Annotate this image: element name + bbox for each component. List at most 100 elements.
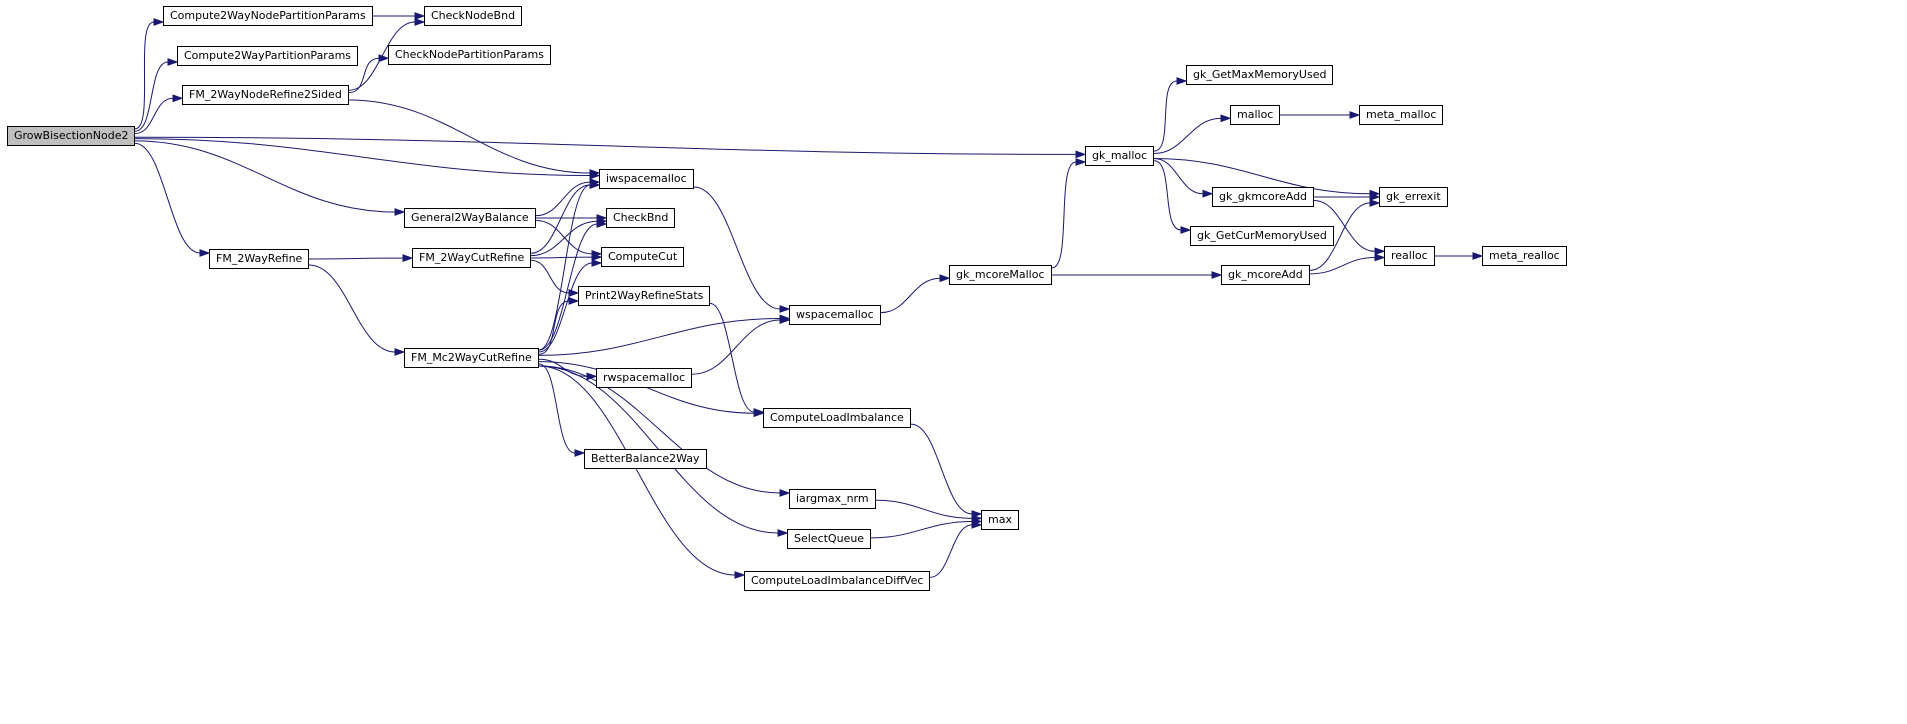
graph-node-Print2WayRefineStats[interactable]: Print2WayRefineStats [578, 286, 711, 306]
graph-node-FM_2WayRefine[interactable]: FM_2WayRefine [209, 249, 310, 269]
call-edge-FM_2WayCutRefine-to-Print2WayRefineStats [530, 259, 570, 294]
graph-node-Compute2WayNodePartitionParams[interactable]: Compute2WayNodePartitionParams [163, 6, 373, 26]
arrowhead-icon [589, 181, 601, 189]
arrowhead-icon [172, 94, 184, 103]
call-edge-ComputeLoadImbalance-to-max [910, 423, 973, 515]
graph-node-GrowBisectionNode2: GrowBisectionNode2 [7, 126, 136, 146]
call-edge-FM_Mc2WayCutRefine-to-iargmax_nrm [538, 365, 781, 494]
call-edge-FM_2WayNodeRefine2Sided-to-CheckNodePartitionParams [348, 57, 380, 94]
graph-node-gk_GetCurMemoryUsed[interactable]: gk_GetCurMemoryUsed [1190, 226, 1334, 246]
call-edge-Print2WayRefineStats-to-ComputeLoadImbalance [709, 302, 755, 413]
graph-node-FM_Mc2WayCutRefine[interactable]: FM_Mc2WayCutRefine [404, 348, 539, 368]
arrowhead-icon [394, 348, 406, 356]
call-edge-FM_Mc2WayCutRefine-to-Print2WayRefineStats [538, 300, 570, 355]
arrowhead-icon [402, 254, 414, 262]
arrowhead-icon [414, 18, 426, 26]
graph-node-malloc[interactable]: malloc [1230, 105, 1281, 125]
arrowhead-icon [1075, 158, 1087, 166]
graph-node-realloc[interactable]: realloc [1384, 246, 1435, 266]
arrowhead-icon [939, 274, 951, 283]
graph-node-CheckNodeBnd[interactable]: CheckNodeBnd [424, 6, 523, 26]
arrowhead-icon [1369, 199, 1381, 207]
call-edge-GrowBisectionNode2-to-gk_malloc [134, 136, 1077, 155]
graph-node-wspacemalloc[interactable]: wspacemalloc [789, 305, 881, 325]
arrowhead-icon [777, 529, 789, 537]
arrowhead-icon [591, 253, 603, 261]
call-edge-FM_Mc2WayCutRefine-to-iwspacemalloc [538, 184, 591, 351]
graph-node-rwspacemalloc[interactable]: rwspacemalloc [596, 368, 693, 388]
graph-node-Compute2WayPartitionParams[interactable]: Compute2WayPartitionParams [177, 46, 359, 66]
call-edge-iargmax_nrm-to-max [875, 499, 973, 519]
call-edge-rwspacemalloc-to-wspacemalloc [691, 319, 781, 375]
call-edge-FM_Mc2WayCutRefine-to-rwspacemalloc [538, 358, 588, 377]
graph-node-iwspacemalloc[interactable]: iwspacemalloc [599, 169, 694, 189]
call-edge-ComputeLoadImbalanceDiffVec-to-max [929, 524, 973, 578]
arrowhead-icon [394, 208, 406, 216]
call-edge-gk_mcoreAdd-to-gk_errexit [1309, 202, 1371, 271]
call-edge-gk_malloc-to-gk_GetMaxMemoryUsed [1153, 80, 1178, 152]
call-edge-FM_Mc2WayCutRefine-to-ComputeCut [538, 262, 593, 353]
graph-node-ComputeCut[interactable]: ComputeCut [601, 247, 685, 267]
call-edge-gk_malloc-to-gk_errexit [1153, 157, 1371, 195]
arrowhead-icon [199, 249, 211, 257]
call-edge-gk_mcoreMalloc-to-gk_malloc [1051, 161, 1077, 269]
graph-node-BetterBalance2Way[interactable]: BetterBalance2Way [584, 449, 707, 469]
graph-node-gk_errexit[interactable]: gk_errexit [1379, 187, 1448, 207]
call-edge-FM_2WayRefine-to-FM_2WayCutRefine [308, 257, 404, 260]
arrowhead-icon [596, 220, 608, 228]
arrowhead-icon [779, 305, 791, 313]
call-edge-General2WayBalance-to-iwspacemalloc [535, 181, 591, 217]
arrowhead-icon [1349, 111, 1361, 119]
call-edge-FM_Mc2WayCutRefine-to-CheckBnd [538, 223, 598, 351]
graph-node-gk_mcoreAdd[interactable]: gk_mcoreAdd [1221, 265, 1310, 285]
graph-node-iargmax_nrm[interactable]: iargmax_nrm [789, 489, 876, 509]
arrowhead-icon [1374, 253, 1386, 262]
graph-node-gk_malloc[interactable]: gk_malloc [1085, 146, 1155, 166]
call-edge-GrowBisectionNode2-to-Compute2WayPartitionParams [134, 61, 169, 132]
arrowhead-icon [591, 259, 603, 267]
call-edge-GrowBisectionNode2-to-iwspacemalloc [134, 138, 591, 177]
call-edge-gk_malloc-to-gk_GetCurMemoryUsed [1153, 160, 1182, 231]
graph-node-meta_realloc[interactable]: meta_realloc [1482, 246, 1567, 266]
call-edge-GrowBisectionNode2-to-FM_2WayRefine [134, 142, 201, 254]
graph-node-General2WayBalance[interactable]: General2WayBalance [404, 208, 536, 228]
call-edge-wspacemalloc-to-gk_mcoreMalloc [880, 277, 941, 314]
call-edge-FM_2WayCutRefine-to-iwspacemalloc [530, 184, 591, 254]
arrowhead-icon [779, 489, 791, 497]
graph-node-CheckNodePartitionParams[interactable]: CheckNodePartitionParams [388, 45, 551, 65]
call-edge-GrowBisectionNode2-to-Compute2WayNodePartitionParams [134, 21, 155, 130]
arrowhead-icon [1176, 77, 1188, 85]
arrowhead-icon [574, 449, 586, 457]
arrowhead-icon [167, 58, 179, 66]
graph-node-FM_2WayCutRefine[interactable]: FM_2WayCutRefine [412, 248, 532, 268]
graph-node-ComputeLoadImbalance[interactable]: ComputeLoadImbalance [763, 408, 911, 428]
graph-node-FM_2WayNodeRefine2Sided[interactable]: FM_2WayNodeRefine2Sided [182, 85, 349, 105]
graph-node-max[interactable]: max [981, 510, 1019, 530]
arrowhead-icon [1369, 193, 1381, 201]
call-edge-FM_2WayNodeRefine2Sided-to-iwspacemalloc [348, 99, 591, 174]
arrowhead-icon [589, 169, 601, 177]
graph-node-gk_gkmcoreAdd[interactable]: gk_gkmcoreAdd [1212, 187, 1315, 207]
call-edge-General2WayBalance-to-ComputeCut [535, 219, 593, 255]
graph-node-meta_malloc[interactable]: meta_malloc [1359, 105, 1444, 125]
call-edge-FM_Mc2WayCutRefine-to-wspacemalloc [538, 317, 781, 356]
graph-node-gk_mcoreMalloc[interactable]: gk_mcoreMalloc [949, 265, 1052, 285]
arrowhead-icon [734, 571, 746, 579]
call-edge-gk_gkmcoreAdd-to-realloc [1313, 200, 1376, 252]
arrowhead-icon [753, 408, 765, 416]
call-edge-SelectQueue-to-max [870, 521, 973, 539]
call-edge-iwspacemalloc-to-wspacemalloc [693, 186, 781, 310]
graph-node-CheckBnd[interactable]: CheckBnd [606, 208, 676, 228]
call-edge-FM_Mc2WayCutRefine-to-BetterBalance2Way [538, 363, 576, 454]
arrowhead-icon [1075, 150, 1087, 159]
call-edge-gk_mcoreAdd-to-realloc [1309, 257, 1376, 275]
call-edge-GrowBisectionNode2-to-FM_2WayNodeRefine2Sided [134, 97, 174, 135]
graph-node-SelectQueue[interactable]: SelectQueue [787, 529, 872, 549]
graph-node-ComputeLoadImbalanceDiffVec[interactable]: ComputeLoadImbalanceDiffVec [744, 571, 931, 591]
call-edge-FM_2WayRefine-to-FM_Mc2WayCutRefine [308, 264, 396, 353]
call-edge-gk_malloc-to-malloc [1153, 117, 1222, 155]
graph-node-gk_GetMaxMemoryUsed[interactable]: gk_GetMaxMemoryUsed [1186, 65, 1334, 85]
call-edge-FM_2WayCutRefine-to-CheckBnd [530, 220, 598, 257]
